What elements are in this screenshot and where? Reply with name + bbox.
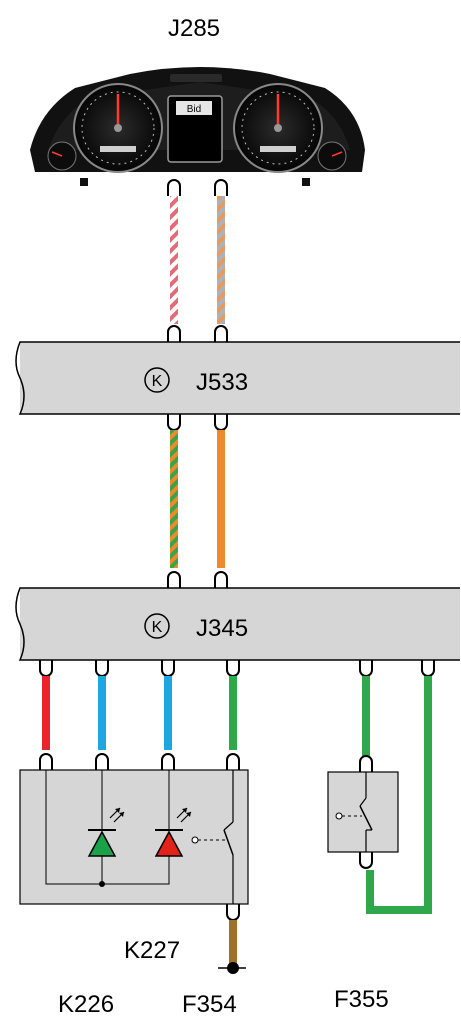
tachometer-gauge: [73, 83, 163, 173]
wire-red: [42, 676, 50, 750]
f355-switch-box: [327, 755, 399, 869]
j533-label: J533: [196, 369, 248, 396]
connector-j533-bottom-left: [167, 414, 181, 431]
right-aux-gauge: [317, 141, 347, 171]
k-symbol-icon: [144, 367, 170, 393]
j285-label: J285: [168, 15, 220, 42]
k227-label: K227: [124, 937, 180, 964]
connector-left-box-bottom: [226, 904, 240, 921]
wire-blue-right: [164, 676, 172, 750]
j345-bottom-connectors: [39, 660, 435, 677]
j533-module: K J533: [15, 341, 460, 415]
display-text: Bid: [187, 104, 201, 115]
connector-j533-bottom-right: [214, 414, 228, 431]
j345-module: K J345: [15, 587, 460, 661]
connector-cluster-left: [167, 179, 181, 196]
red-led-icon: [154, 807, 192, 857]
j533-symbol: K: [152, 373, 163, 390]
ground-point-icon: [227, 962, 239, 974]
wire-cluster-to-j533-left: [170, 196, 178, 324]
wire-green-f354: [229, 676, 237, 750]
wire-cluster-to-j533-right: [217, 196, 225, 324]
connector-j345-top-left: [167, 571, 181, 588]
left-component-box: [19, 769, 249, 905]
j345-label: J345: [196, 615, 248, 642]
connector-j533-top-left: [167, 325, 181, 342]
center-display: Bid: [167, 95, 223, 163]
wire-green-f355-top: [362, 676, 370, 756]
wire-green-f355-loop: [366, 676, 432, 914]
green-led-icon: [87, 807, 125, 857]
f354-switch-icon: [191, 770, 234, 904]
component-box-top-connectors: [39, 753, 240, 770]
f355-label: F355: [334, 986, 389, 1013]
f355-switch-icon: [335, 772, 373, 852]
j345-symbol: K: [152, 619, 163, 636]
wire-j533-to-j345-left: [170, 430, 178, 568]
left-aux-gauge: [47, 141, 77, 171]
f354-label: F354: [182, 991, 237, 1018]
connector-j345-top-right: [214, 571, 228, 588]
k-symbol-icon: [144, 613, 170, 639]
wire-brown-ground: [229, 920, 237, 966]
k226-label: K226: [58, 991, 114, 1018]
connector-cluster-right: [214, 179, 228, 196]
instrument-cluster: Bid: [30, 67, 365, 186]
wire-j533-to-j345-right: [217, 430, 225, 568]
speedometer-gauge: [233, 83, 323, 173]
wire-blue-left: [98, 676, 106, 750]
connector-j533-top-right: [214, 325, 228, 342]
